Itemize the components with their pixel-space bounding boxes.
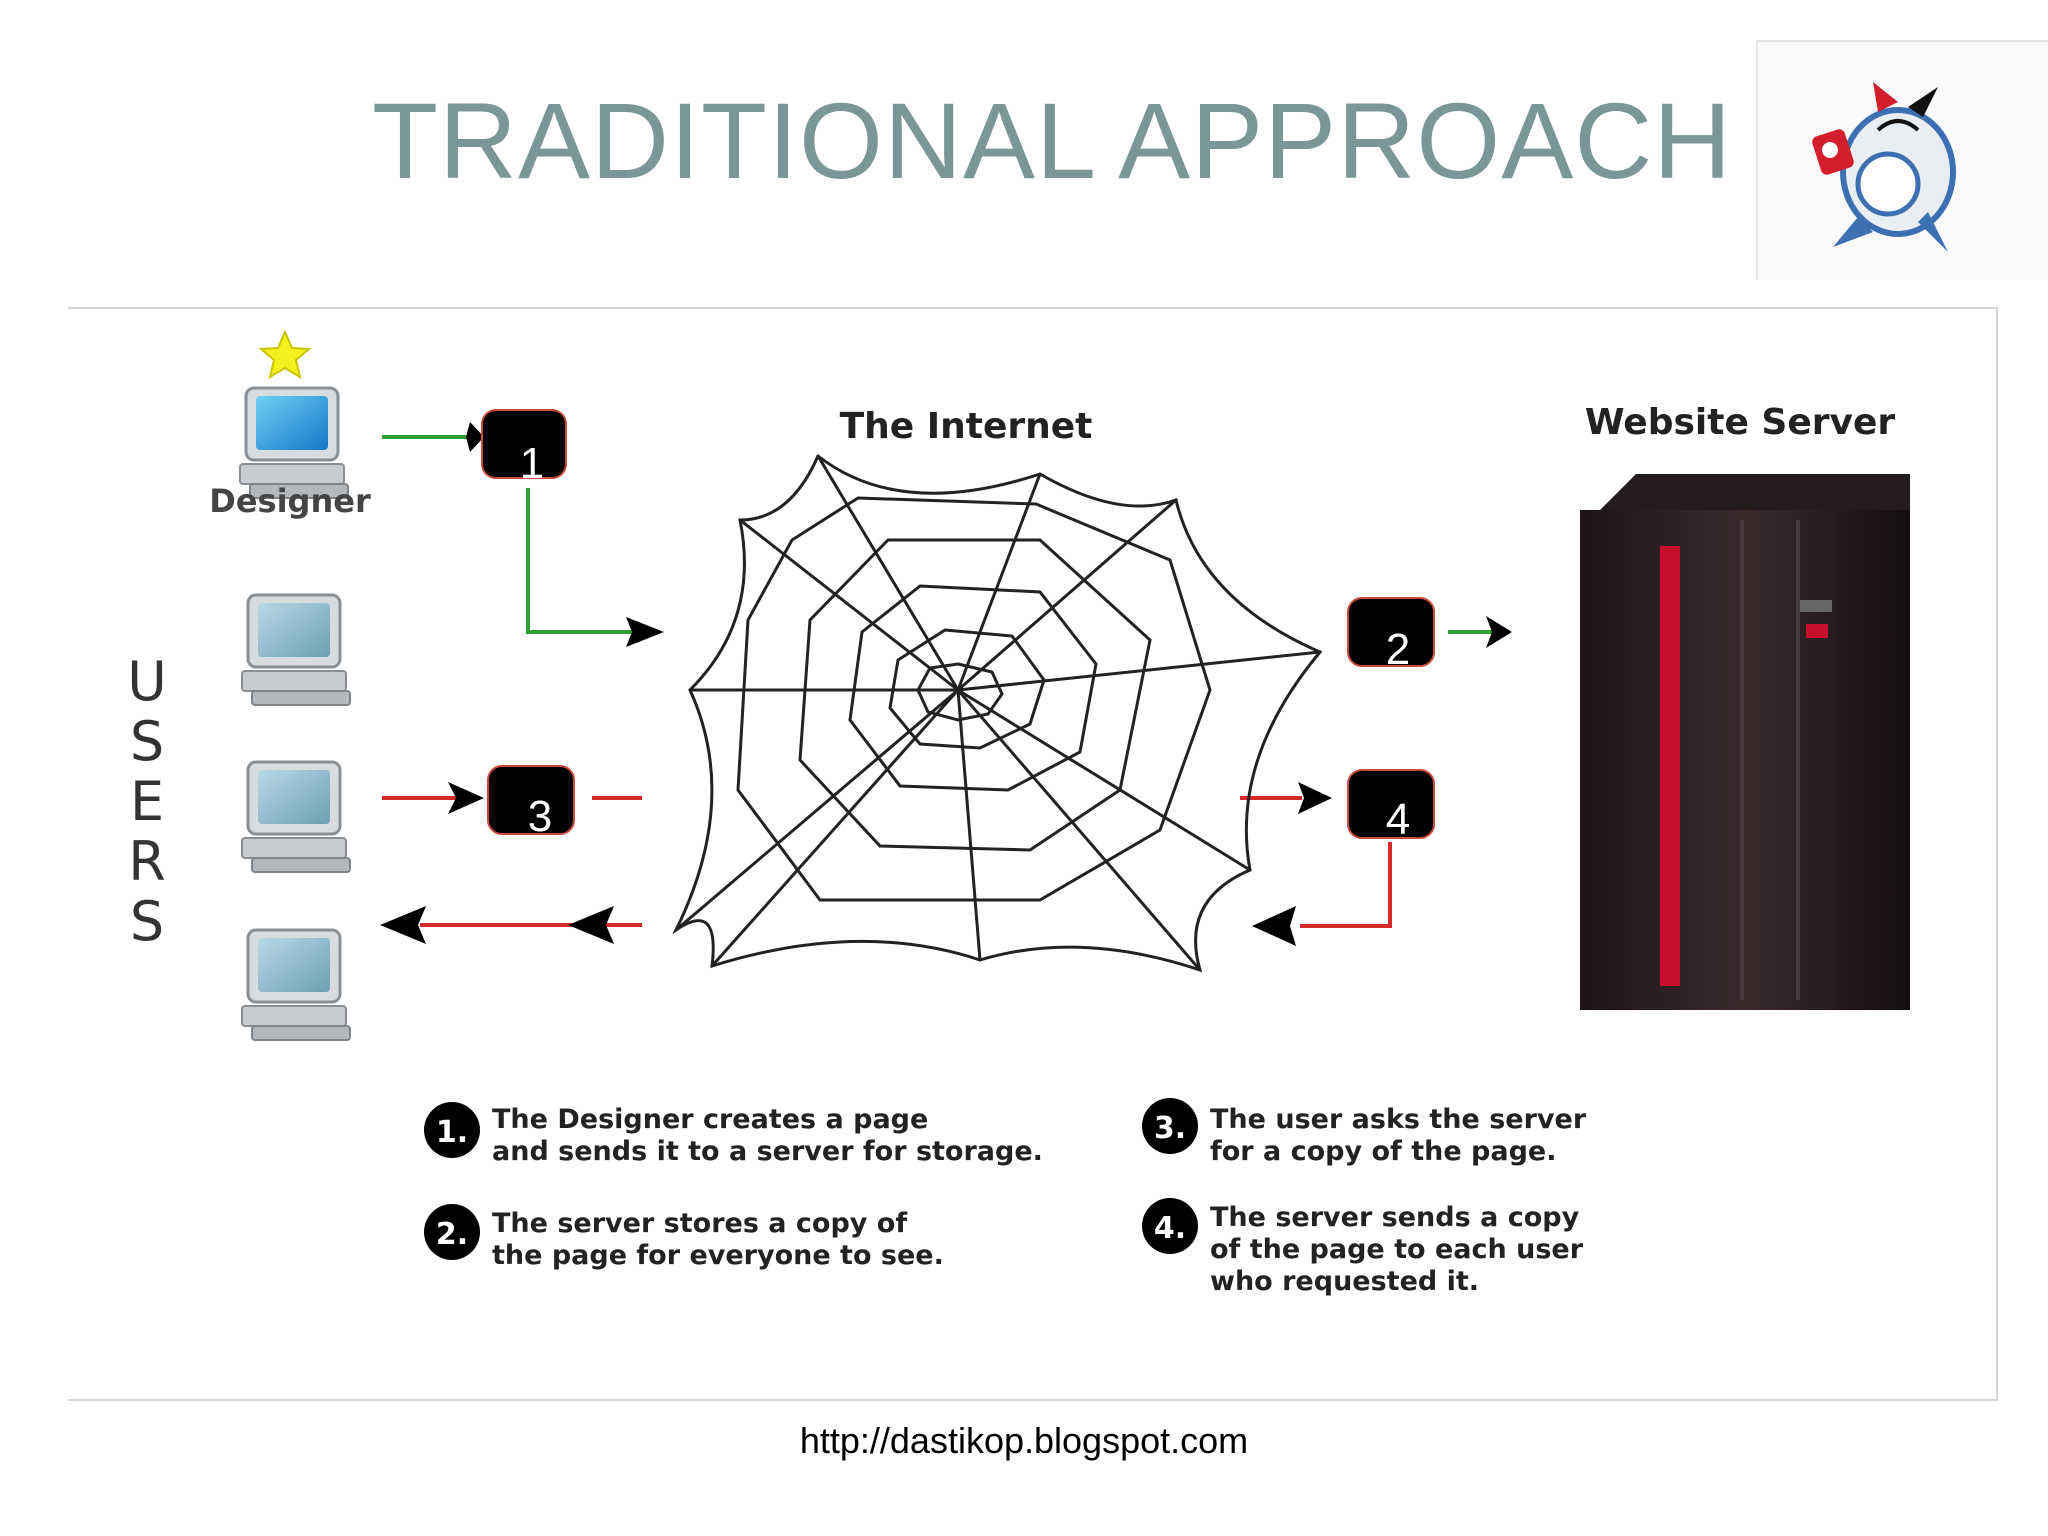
star-icon <box>258 329 312 380</box>
users-letter: U <box>127 650 167 713</box>
svg-text:4: 4 <box>1386 795 1410 844</box>
svg-text:4.: 4. <box>1154 1211 1186 1246</box>
server-label: Website Server <box>1585 402 1896 443</box>
logo-icon <box>1812 82 1956 252</box>
designer-computer-icon <box>239 386 349 499</box>
step-badge-3: 3 <box>487 765 575 841</box>
step-badge-1: 1 <box>481 409 567 488</box>
users-letter: E <box>129 770 165 833</box>
svg-text:3: 3 <box>528 792 552 841</box>
internet-label: The Internet <box>840 406 1093 447</box>
svg-text:The server stores a copy of: The server stores a copy of <box>492 1208 907 1239</box>
svg-text:The user asks the server: The user asks the server <box>1210 1104 1587 1135</box>
legend-item-3: 3. The user asks the server for a copy o… <box>1142 1098 1587 1167</box>
legend-item-4: 4. The server sends a copy of the page t… <box>1142 1198 1584 1297</box>
svg-text:the page for everyone to see.: the page for everyone to see. <box>492 1240 944 1271</box>
users-letter: S <box>129 890 165 953</box>
svg-text:2: 2 <box>1386 625 1410 674</box>
svg-text:The Designer creates a page: The Designer creates a page <box>492 1104 928 1135</box>
user-computer-icon <box>240 593 352 707</box>
svg-text:for a copy of the page.: for a copy of the page. <box>1210 1136 1557 1167</box>
users-vertical-label: U S E R S <box>122 652 172 952</box>
users-letter: R <box>128 830 166 893</box>
svg-text:The server sends a copy: The server sends a copy <box>1210 1202 1580 1233</box>
user-computer-icon <box>240 760 352 874</box>
step-badge-4: 4 <box>1347 769 1435 844</box>
logo-box <box>1756 40 2048 280</box>
svg-text:who requested it.: who requested it. <box>1210 1266 1479 1297</box>
legend-item-2: 2. The server stores a copy of the page … <box>424 1204 944 1271</box>
footer-url: http://dastikop.blogspot.com <box>799 1420 1249 1461</box>
user-computer-icon <box>240 928 352 1042</box>
users-letter: S <box>129 710 165 773</box>
svg-text:3.: 3. <box>1154 1111 1186 1146</box>
legend-item-1: 1. The Designer creates a page and sends… <box>424 1102 1043 1167</box>
svg-text:2.: 2. <box>436 1217 468 1252</box>
svg-text:of the page to each user: of the page to each user <box>1210 1234 1584 1265</box>
svg-text:1.: 1. <box>436 1115 468 1150</box>
server-icon <box>1580 474 1910 1010</box>
step-badge-2: 2 <box>1347 597 1435 674</box>
slide-title: TRADITIONAL APPROACH <box>372 80 1733 201</box>
designer-label: Designer <box>209 482 371 520</box>
svg-text:1: 1 <box>520 439 544 488</box>
svg-text:and sends it to a server for s: and sends it to a server for storage. <box>492 1136 1043 1167</box>
spider-web-icon <box>672 454 1323 973</box>
